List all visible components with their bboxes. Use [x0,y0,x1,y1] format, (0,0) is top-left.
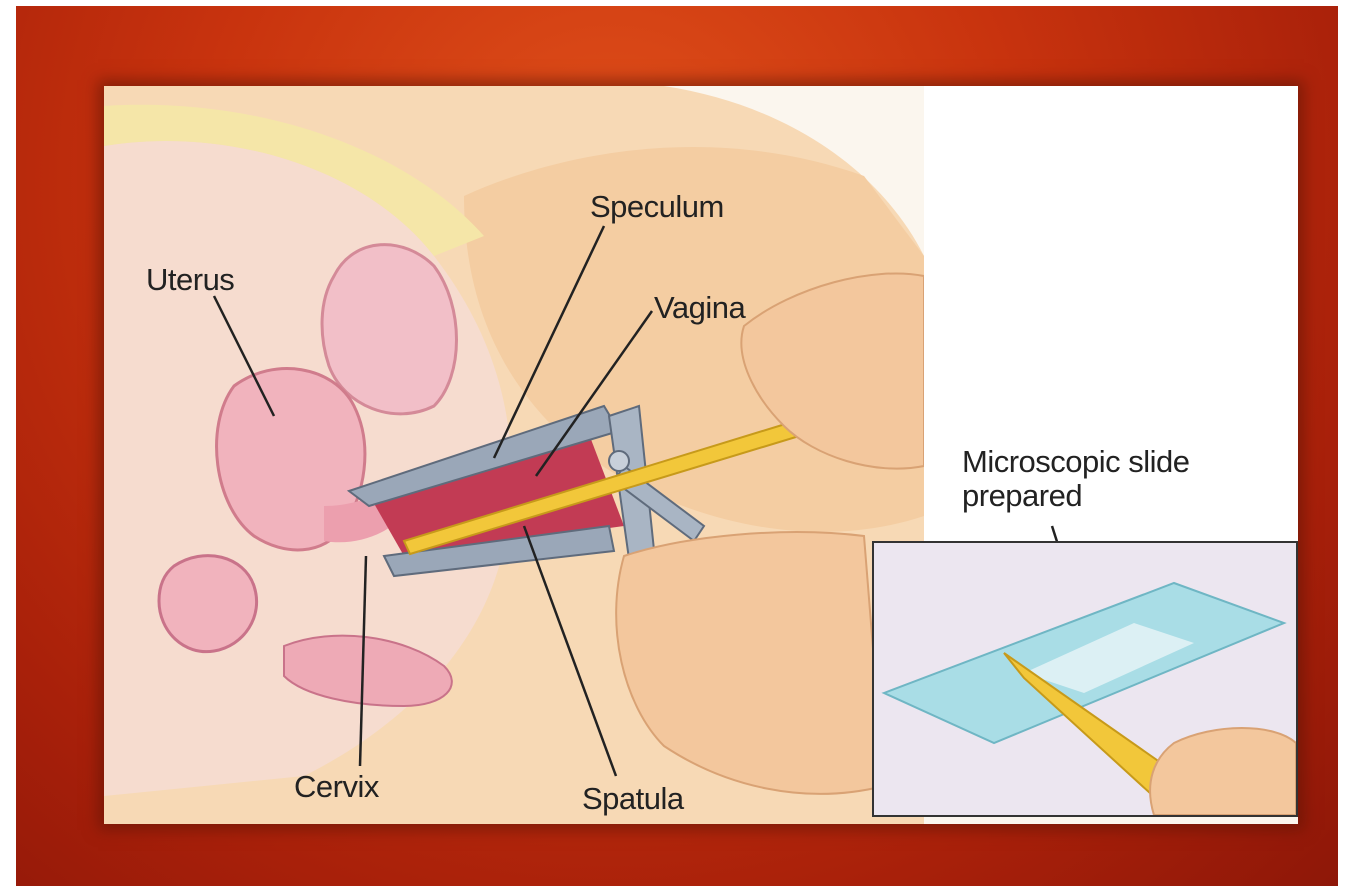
background-frame: Speculum Uterus Vagina Microscopic slide… [16,6,1338,886]
cervix-label: Cervix [294,769,379,805]
rectum [159,556,257,652]
uterus-label: Uterus [146,262,234,298]
vagina-label: Vagina [654,290,745,326]
speculum-label: Speculum [590,189,724,225]
microscopic-slide-label: Microscopic slide [962,444,1190,480]
microscopic-slide-inset [872,541,1298,817]
diagram-panel: Speculum Uterus Vagina Microscopic slide… [104,86,1298,824]
prepared-label: prepared [962,478,1082,514]
speculum-screw [609,451,629,471]
slide-illustration [874,543,1296,815]
inset-hand [1150,728,1296,815]
spatula-label: Spatula [582,781,684,817]
